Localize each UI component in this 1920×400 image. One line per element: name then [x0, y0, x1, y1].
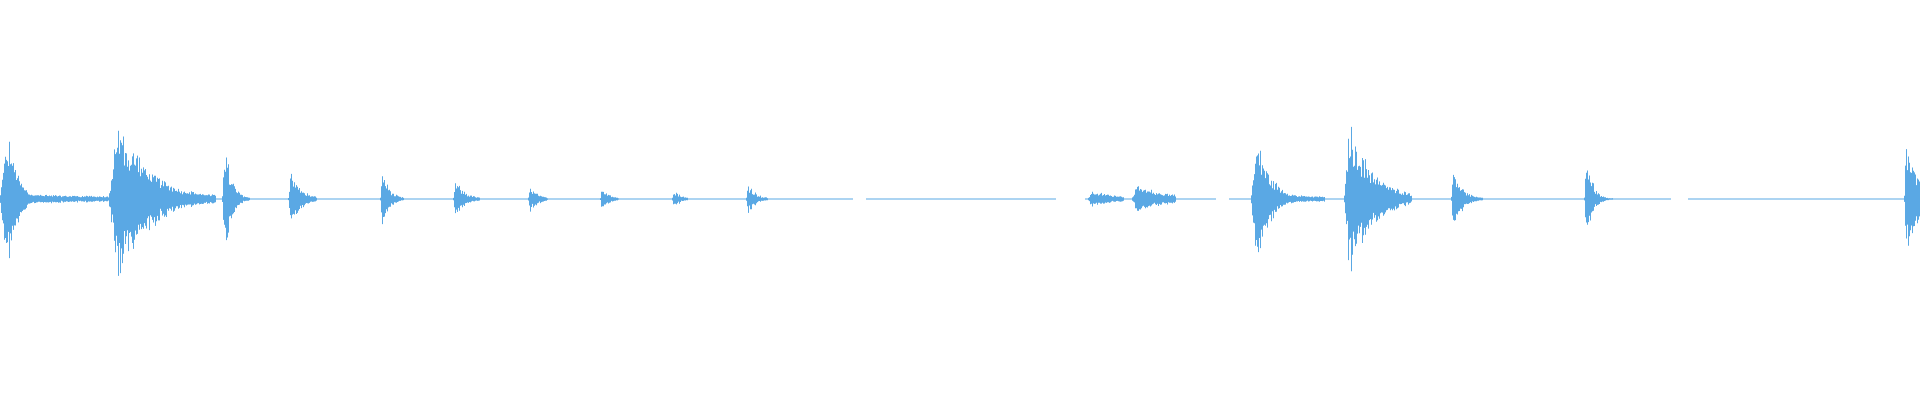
waveform-signal	[0, 126, 1920, 276]
